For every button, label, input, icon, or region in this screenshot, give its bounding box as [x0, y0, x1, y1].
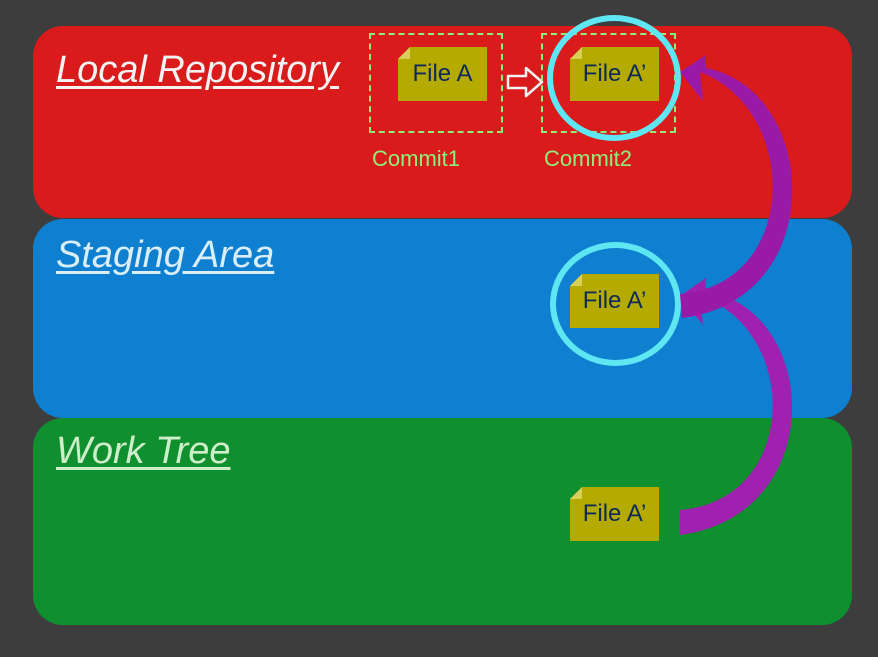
staging-area [33, 219, 852, 418]
commit-to-repository-arrow-icon [680, 55, 793, 318]
add-to-staging-arrow-icon [680, 278, 793, 535]
commit2-highlight-ring [547, 15, 681, 141]
work-tree-title: Work Tree [56, 430, 231, 472]
commit1-file: File A [398, 47, 487, 101]
staging-highlight-ring [550, 242, 681, 366]
staging-area-title: Staging Area [56, 234, 275, 276]
commit1-box [369, 33, 503, 133]
commit-arrow-icon [506, 66, 544, 98]
commit2-label: Commit2 [544, 146, 633, 171]
local-repository-title: Local Repository [56, 49, 340, 91]
commit1-label: Commit1 [372, 146, 461, 171]
work-tree-file: File A’ [570, 487, 659, 541]
